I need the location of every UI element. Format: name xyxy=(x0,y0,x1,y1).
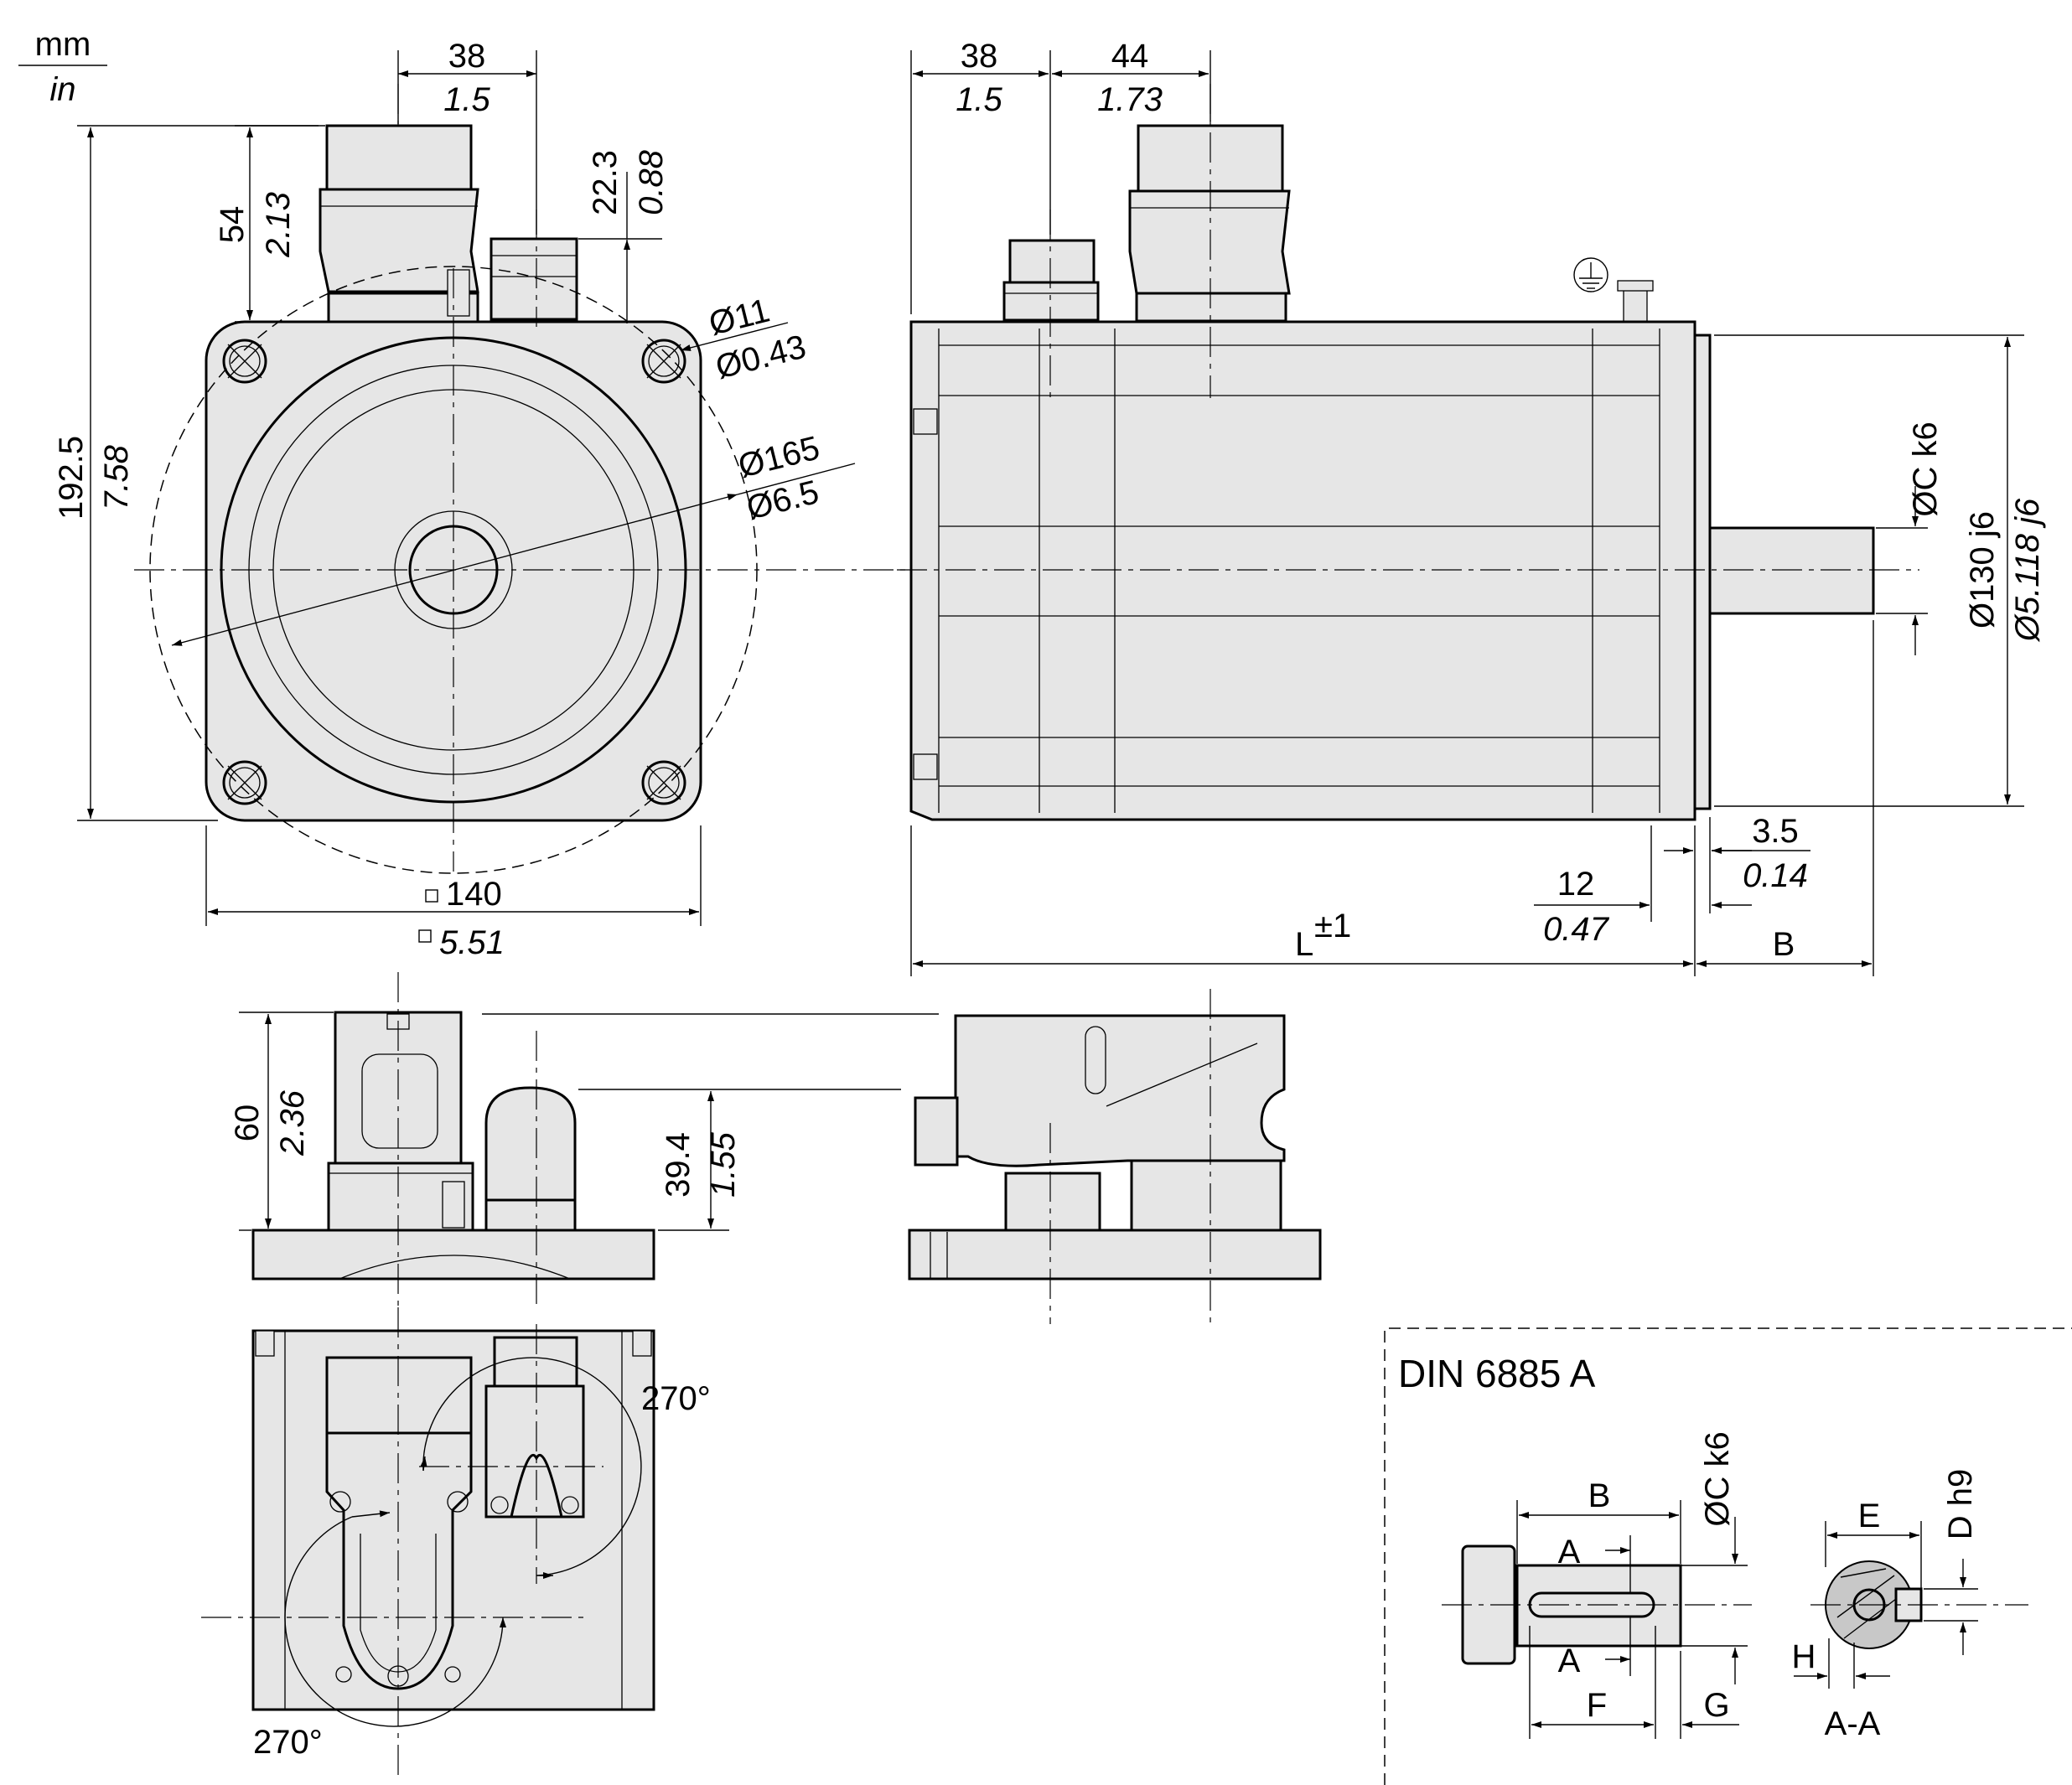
encoder-connector-top xyxy=(484,1384,585,1519)
unit-legend: mm in xyxy=(18,26,107,108)
key-label-f: F xyxy=(1587,1687,1607,1724)
dim-encoder-height-detail-in: 1.55 xyxy=(705,1131,742,1198)
key-label-b: B xyxy=(1588,1477,1611,1514)
side-ground-terminal xyxy=(1617,280,1654,323)
key-label-e: E xyxy=(1858,1498,1881,1534)
side-shaft xyxy=(1708,526,1875,615)
key-label-dh9: D h9 xyxy=(1942,1469,1979,1540)
front-view xyxy=(134,84,922,874)
side-flange-plate xyxy=(1693,334,1712,810)
side-dimensions: 38 1.5 44 1.73 ØC k6 Ø130 j6 Ø5.118 j6 3… xyxy=(910,38,2046,976)
dim-flange-width-in: 5.51 xyxy=(439,924,505,961)
dim-power-connector-height-in: 2.13 xyxy=(260,192,297,258)
key-detail-title: DIN 6885 A xyxy=(1398,1352,1596,1395)
connector-detail-dimensions: 60 2.36 39.4 1.55 xyxy=(229,1012,939,1231)
unit-in: in xyxy=(49,71,75,108)
dim-shaft-diameter: ØC k6 xyxy=(1907,422,1944,516)
unit-mm: mm xyxy=(35,26,91,63)
connector-detail-right xyxy=(908,989,1322,1324)
rotation-angle-top: 270° xyxy=(641,1380,711,1417)
side-motor-body xyxy=(909,320,1696,821)
dim-power-height-mm: 60 xyxy=(229,1105,266,1142)
ground-icon xyxy=(1573,257,1608,292)
dim-shaft-length: B xyxy=(1773,926,1795,963)
dim-hole-diameter-mm: Ø11 xyxy=(706,292,774,342)
dim-length-tolerance: ±1 xyxy=(1314,908,1351,944)
front-dimensions: 38 1.5 54 2.13 22.3 0.88 192.5 7.58 140 … xyxy=(53,38,823,961)
key-label-a-top: A xyxy=(1558,1534,1581,1570)
dim-total-height-mm: 192.5 xyxy=(53,436,90,520)
dim-encoder-height-in: 0.88 xyxy=(633,149,670,215)
dim-pilot-in: Ø5.118 j6 xyxy=(2009,498,2046,643)
dim-flange-thickness-mm: 12 xyxy=(1557,866,1595,903)
dim-encoder-offset-mm: 38 xyxy=(961,38,998,75)
dim-connector-offset-in: 1.5 xyxy=(443,81,490,118)
dim-power-offset-mm: 44 xyxy=(1111,38,1149,75)
side-view xyxy=(897,84,1919,821)
key-label-g: G xyxy=(1703,1687,1729,1724)
dim-encoder-offset-in: 1.5 xyxy=(956,81,1002,118)
key-label-ck6: ØC k6 xyxy=(1699,1431,1736,1526)
front-mounting-holes xyxy=(222,339,686,805)
connector-detail-left xyxy=(251,972,655,1307)
dim-total-height-in: 7.58 xyxy=(98,444,135,510)
side-encoder-connector xyxy=(1002,239,1100,322)
dim-power-offset-in: 1.73 xyxy=(1097,81,1163,118)
side-power-connector xyxy=(1128,124,1291,323)
front-encoder-connector xyxy=(447,237,578,321)
dim-flange-thickness-in: 0.47 xyxy=(1543,911,1610,948)
key-label-h: H xyxy=(1792,1638,1816,1675)
dim-power-height-in: 2.36 xyxy=(274,1089,311,1156)
dim-flange-width-mm: 140 xyxy=(446,876,502,913)
dim-pilot-depth-in: 0.14 xyxy=(1743,857,1808,894)
key-section-label: A-A xyxy=(1825,1705,1881,1742)
key-label-a-bottom: A xyxy=(1558,1643,1581,1679)
rotation-view: 270° 270° xyxy=(201,1307,711,1777)
dim-pilot-mm: Ø130 j6 xyxy=(1964,511,2001,629)
dim-connector-offset-mm: 38 xyxy=(448,38,486,75)
dim-pilot-depth-mm: 3.5 xyxy=(1752,813,1799,850)
dim-power-connector-height-mm: 54 xyxy=(214,206,251,244)
rotation-angle-bottom: 270° xyxy=(253,1724,323,1761)
dim-length: L xyxy=(1295,926,1313,963)
key-detail: DIN 6885 A B A A F G ØC k6 xyxy=(1384,1327,2072,1785)
dim-encoder-height-mm: 22.3 xyxy=(587,150,624,215)
dim-encoder-height-detail-mm: 39.4 xyxy=(660,1132,697,1198)
